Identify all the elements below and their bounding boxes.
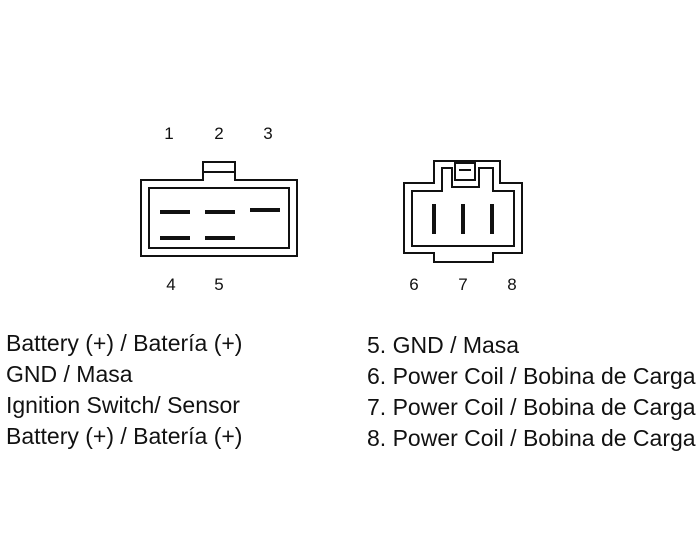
legend-left-item: GND / Masa: [6, 361, 133, 387]
connector-b: [403, 160, 523, 263]
legend-left-item: Ignition Switch/ Sensor: [6, 392, 240, 418]
connector-b-terminals: [432, 204, 494, 234]
legend-left-item: Battery (+) / Batería (+): [6, 423, 243, 449]
legend-right-item: 6. Power Coil / Bobina de Carga: [367, 363, 696, 389]
legend-left-item: Battery (+) / Batería (+): [6, 330, 243, 356]
connector-b-outer-shell: [403, 160, 523, 263]
connector-a-outer-shell: [140, 161, 298, 257]
pin-label-2: 2: [214, 124, 223, 143]
connector-a-terminals: [160, 208, 280, 240]
legend-right-item: 5. GND / Masa: [367, 332, 520, 358]
legend-right-item: 8. Power Coil / Bobina de Carga: [367, 425, 696, 451]
pin-label-3: 3: [263, 124, 272, 143]
connector-b-latch: [454, 162, 476, 181]
legend-right: 5. GND / Masa 6. Power Coil / Bobina de …: [367, 330, 696, 454]
pin-label-6: 6: [409, 275, 418, 294]
legend-left: Battery (+) / Batería (+) GND / Masa Ign…: [6, 328, 242, 452]
pin-label-1: 1: [164, 124, 173, 143]
pin-label-7: 7: [458, 275, 467, 294]
connector-a: [140, 161, 298, 257]
pin-label-4: 4: [166, 275, 175, 294]
connector-b-inner-shell: [411, 167, 515, 247]
pin-label-8: 8: [507, 275, 516, 294]
connector-a-inner-shell: [148, 187, 290, 249]
legend-right-item: 7. Power Coil / Bobina de Carga: [367, 394, 696, 420]
pin-label-5: 5: [214, 275, 223, 294]
